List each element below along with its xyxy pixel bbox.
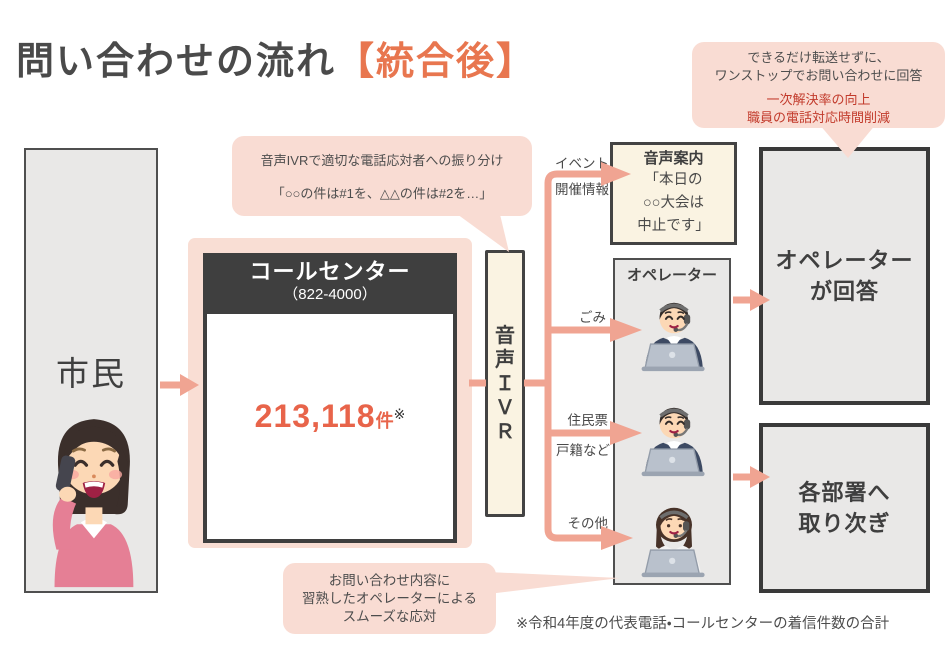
operator-panel: オペレーター	[613, 258, 731, 585]
voice-guidance-line-1: 「本日の	[644, 172, 703, 188]
page-title-highlight: 【統合後】	[336, 41, 537, 83]
branch-label-event-2: 開催情報	[555, 182, 609, 197]
citizen-label: 市民	[56, 355, 126, 392]
callcenter-name: コールセンター	[249, 259, 411, 284]
page-title-main: 問い合わせの流れ	[16, 41, 337, 83]
answer-box-line-2: が回答	[809, 279, 879, 304]
benefit-line-3: 一次解決率の向上	[766, 92, 871, 107]
branch-label-event-1: イベント	[555, 156, 609, 171]
ivr-callout-line-2: 「○○の件は#1を、△△の件は#2を…」	[271, 186, 493, 201]
branch-label-garbage: ごみ	[579, 310, 606, 325]
voice-ivr-box: 音 声 Ｉ Ｖ Ｒ	[485, 250, 525, 517]
ivr-callout-line-1: 音声IVRで適切な電話応対者への振り分け	[260, 153, 504, 168]
benefit-callout: できるだけ転送せずに、 ワンストップでお問い合わせに回答 一次解決率の向上 職員…	[692, 42, 945, 128]
operator-panel-title: オペレーター	[626, 267, 717, 284]
ivr-char: Ｒ	[495, 420, 515, 443]
callcenter-body: 213,118件※	[203, 314, 457, 543]
branch-label-other: その他	[567, 516, 609, 531]
ivr-char: Ｖ	[495, 396, 515, 419]
ivr-branch-spine	[544, 170, 603, 542]
ivr-char: 声	[495, 348, 515, 371]
department-transfer-box: 各部署へ 取り次ぎ	[759, 423, 930, 593]
operator-answer-box: オペレーター が回答	[759, 147, 930, 405]
skill-line-3: スムーズな応対	[342, 608, 437, 624]
branch-label-resident-2: 戸籍など	[556, 443, 610, 458]
skill-bubble-tail	[488, 572, 620, 594]
citizen-panel: 市民	[24, 148, 158, 593]
ivr-routing-callout: 音声IVRで適切な電話応対者への振り分け 「○○の件は#1を、△△の件は#2を……	[232, 136, 532, 216]
transfer-box-line-1: 各部署へ	[798, 480, 891, 505]
ivr-char: Ｉ	[495, 372, 515, 395]
ivr-char: 音	[495, 324, 515, 347]
voice-guidance-line-2: ○○大会は	[642, 195, 705, 211]
voice-guidance-line-3: 中止です」	[637, 218, 710, 234]
citizen-woman-illustration	[52, 419, 134, 588]
call-count-unit: 件	[375, 411, 394, 431]
skill-line-1: お問い合わせ内容に	[328, 572, 451, 588]
voice-guidance-title: 音声案内	[643, 150, 704, 167]
footnote: ※令和4年度の代表電話・コールセンターの着信件数の合計	[516, 616, 890, 632]
call-count: 213,118件※	[207, 398, 453, 435]
benefit-line-2: ワンストップでお問い合わせに回答	[714, 68, 923, 83]
operator-male-icon	[641, 407, 705, 477]
voice-guidance-box: 音声案内 「本日の ○○大会は 中止です」	[610, 142, 737, 245]
branch-label-resident-1: 住民票	[567, 413, 609, 428]
benefit-line-1: できるだけ転送せずに、	[747, 50, 890, 65]
skill-callout: お問い合わせ内容に 習熟したオペレーターによる スムーズな応対	[283, 563, 496, 634]
skill-line-2: 習熟したオペレーターによる	[301, 590, 478, 606]
callcenter-phone: （822-4000）	[283, 286, 377, 303]
answer-box-line-1: オペレーター	[775, 248, 914, 273]
operator-male-icon	[641, 302, 705, 372]
page-title: 問い合わせの流れ【統合後】	[16, 30, 536, 85]
callcenter-header: コールセンター （822-4000）	[203, 253, 457, 314]
benefit-line-4: 職員の電話対応時間削減	[746, 110, 890, 125]
transfer-box-line-2: 取り次ぎ	[798, 511, 891, 536]
call-count-number: 213,118	[254, 398, 376, 434]
phone-icon	[55, 455, 76, 492]
call-count-note-mark: ※	[393, 406, 406, 422]
operator-female-icon	[641, 507, 705, 578]
